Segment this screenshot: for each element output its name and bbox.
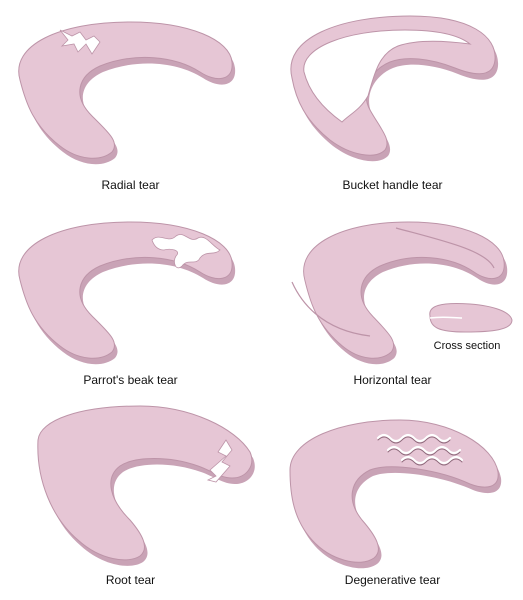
horizontal-tear-diagram (291, 221, 513, 365)
parrots-beak-tear-caption: Parrot's beak tear (83, 373, 178, 387)
horizontal-tear-line (291, 281, 371, 337)
cross-section-caption: Cross section (433, 340, 501, 352)
horizontal-tear-caption: Horizontal tear (353, 373, 432, 387)
horizontal-tear-line (395, 227, 495, 269)
parrots-beak-tear-gap (151, 234, 221, 269)
parrots-beak-tear-diagram (18, 221, 236, 365)
radial-tear-gap (59, 29, 101, 55)
meniscus-body (18, 21, 233, 159)
bucket-handle-tear-diagram (290, 15, 499, 162)
meniscus-body (289, 419, 499, 563)
cross-section-tear (429, 316, 463, 319)
root-tear-caption: Root tear (105, 573, 156, 587)
radial-tear-caption: Radial tear (101, 178, 160, 192)
meniscus-body (303, 221, 505, 359)
radial-tear-diagram (18, 21, 236, 165)
bucket-handle-tear-caption: Bucket handle tear (342, 178, 443, 192)
meniscus-body (37, 405, 253, 561)
bucket-handle-tear-gap (303, 29, 472, 123)
degenerative-tear-lines (376, 433, 464, 465)
cross-section-shape (429, 303, 513, 333)
root-tear-gap (206, 439, 233, 483)
degenerative-tear-edges (377, 436, 463, 466)
degenerative-tear-caption: Degenerative tear (344, 573, 441, 587)
degenerative-tear-diagram (289, 419, 502, 569)
root-tear-diagram (37, 405, 255, 566)
